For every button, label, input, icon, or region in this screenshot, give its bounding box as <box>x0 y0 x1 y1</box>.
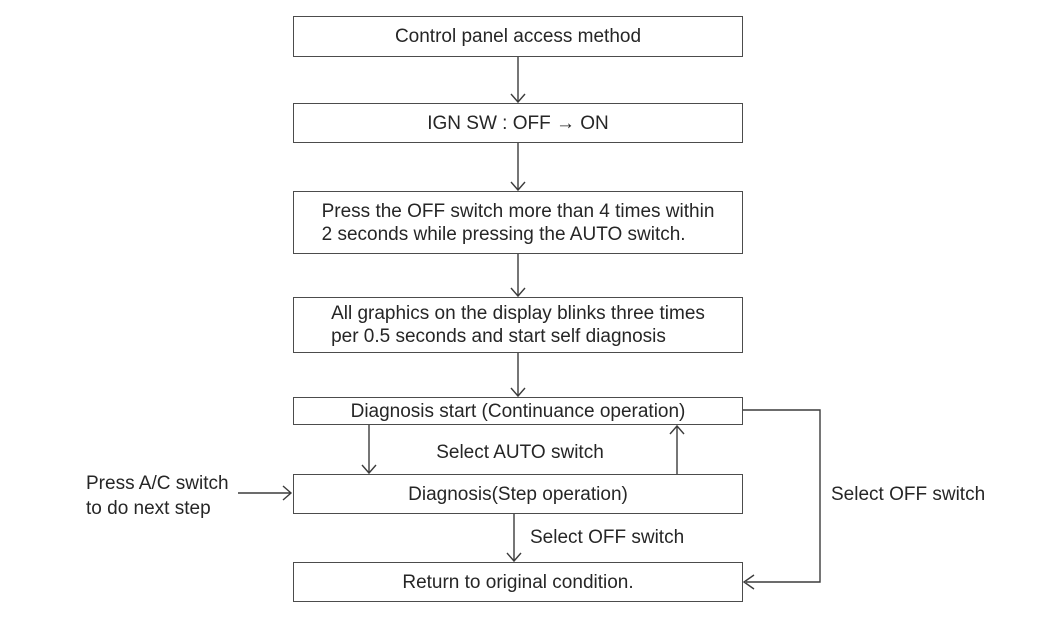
node-return-original: Return to original condition. <box>293 562 743 602</box>
arrow-press-to-blink <box>510 254 526 298</box>
arrow-blink-to-start <box>510 353 526 398</box>
label-select-off-switch-continuance: Select OFF switch <box>831 484 986 505</box>
node-label: Diagnosis(Step operation) <box>408 483 628 505</box>
node-diagnosis-step: Diagnosis(Step operation) <box>293 474 743 514</box>
node-label-line-2: per 0.5 seconds and start self diagnosis <box>331 326 666 347</box>
node-ign-switch: IGN SW : OFF → ON <box>293 103 743 143</box>
arrow-step-to-start <box>669 424 685 474</box>
connector-start-to-return <box>742 409 821 590</box>
node-label-line-1: All graphics on the display blinks three… <box>331 303 705 324</box>
label-select-auto-switch: Select AUTO switch <box>436 442 604 463</box>
node-label: Return to original condition. <box>402 571 634 593</box>
label-press-ac-switch: Press A/C switch to do next step <box>86 471 229 521</box>
node-label-line-2: 2 seconds while pressing the AUTO switch… <box>321 223 686 245</box>
label-press-ac-line-2: to do next step <box>86 498 211 519</box>
label-press-ac-line-1: Press A/C switch <box>86 473 229 494</box>
node-press-off-switch: Press the OFF switch more than 4 times w… <box>293 191 743 254</box>
arrow-step-to-return <box>506 514 522 563</box>
label-select-off-switch-step: Select OFF switch <box>530 527 685 548</box>
arrow-ign-to-press <box>510 143 526 192</box>
node-control-panel-access-method: Control panel access method <box>293 16 743 57</box>
node-diagnosis-start: Diagnosis start (Continuance operation) <box>293 397 743 425</box>
arrow-access-to-ign <box>510 57 526 104</box>
node-label: IGN SW : OFF → ON <box>427 112 609 134</box>
node-label: Diagnosis start (Continuance operation) <box>350 400 686 422</box>
arrow-press-ac <box>238 485 293 501</box>
node-label: Control panel access method <box>394 26 642 47</box>
arrow-start-to-step <box>361 425 377 475</box>
node-graphics-blink: All graphics on the display blinks three… <box>293 297 743 353</box>
node-label-line-1: Press the OFF switch more than 4 times w… <box>321 200 715 222</box>
